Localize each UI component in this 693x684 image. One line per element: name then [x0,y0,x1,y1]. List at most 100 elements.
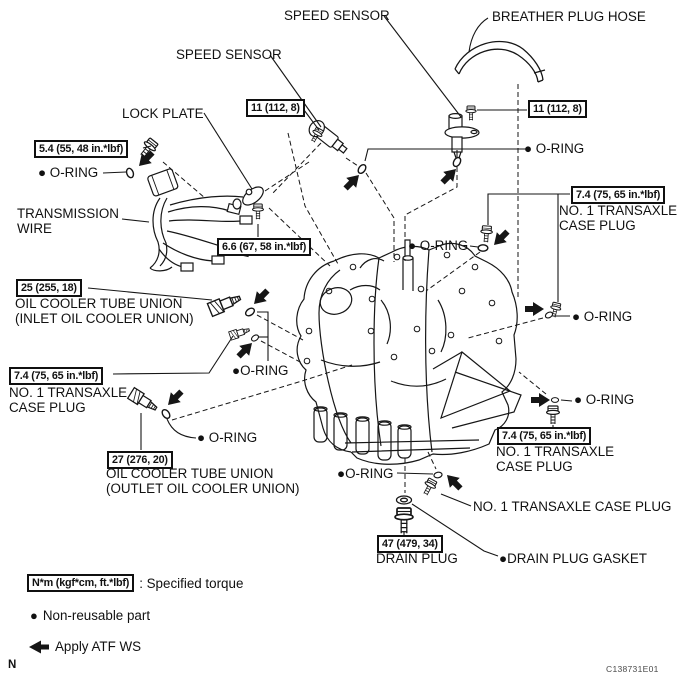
torque-box-sensor-lock-bolt: 6.6 (67, 58 in.*lbf) [217,238,312,256]
torque-box-lock-plate-bolt: 5.4 (55, 48 in.*lbf) [34,140,129,158]
o-ring-label-outlet-line-0: ● O-RING [197,430,258,445]
torque-meaning-text: : Specified torque [139,575,244,591]
o-ring-label-bottom: ●O-RING [337,466,393,481]
torque-box-inlet-union: 25 (255, 18) [16,279,82,297]
o-ring-label-top-left-line-0: ● O-RING [38,165,99,180]
case-plug-left-label-line-1: CASE PLUG [9,400,86,415]
torque-box-drain-plug-line-0: 47 (479, 34) [382,538,438,550]
torque-box-lock-plate-bolt-line-0: 5.4 (55, 48 in.*lbf) [39,143,124,155]
torque-box-drain-plug: 47 (479, 34) [377,535,443,553]
transaxle-drawing [296,239,522,465]
apply-atf-arrow-icon [249,285,273,309]
torque-box-speed-sensor-left-bolt: 11 (112, 8) [246,99,305,117]
transmission-wire-label-line-0: TRANSMISSION [17,206,119,221]
dashed-assembly-lines [162,84,547,493]
legend-apply-atf-row: Apply ATF WS [28,639,141,654]
lock-plate-label-line-0: LOCK PLATE [122,106,204,121]
non-reusable-dot-icon: ● [30,608,38,623]
o-ring-label-bottom-line-0: ●O-RING [337,466,394,481]
speed-sensor-top-label: SPEED SENSOR [284,8,390,23]
speed-sensor-top-part [444,112,480,159]
speed-sensor-left-label: SPEED SENSOR [176,47,282,62]
apply-atf-arrow-icon [29,640,49,653]
torque-box-speed-sensor-left-bolt-line-0: 11 (112, 8) [251,102,300,114]
o-ring-label-right-lower-line-0: ● O-RING [574,392,635,407]
torque-box-inlet-union-line-0: 25 (255, 18) [21,282,77,294]
inlet-oil-cooler-union-part [206,290,244,318]
solenoid-cluster [313,406,412,461]
breather-hose-part [454,40,546,83]
outlet-oil-cooler-union-part [127,387,160,415]
apply-atf-arrow-icon [531,393,550,407]
legend-non-reusable-row: ● Non-reusable part [30,608,150,623]
drain-plug-gasket-part [395,495,413,505]
o-ring-icon [550,397,560,403]
o-ring-label-right-upper-line-0: ● O-RING [572,309,633,324]
o-ring-icon [249,333,261,343]
case-plug-bottom-right-bolt-icon [545,405,561,425]
outlet-union-label-line-0: OIL COOLER TUBE UNION [106,466,274,481]
case-plug-bottom-right-label-line-1: CASE PLUG [496,459,573,474]
case-plug-bottom-right-label-line-0: NO. 1 TRANSAXLE [496,444,615,459]
o-ring-label-inlet: ●O-RING [232,363,288,378]
drain-plug-label: DRAIN PLUG [376,551,458,566]
breather-plug-hose-label: BREATHER PLUG HOSE [492,9,646,24]
o-ring-icon [243,305,257,319]
torque-box-outlet-union-line-0: 27 (276, 20) [112,454,168,466]
torque-box-case-plug-bottom-right: 7.4 (75, 65 in.*lbf) [497,427,592,445]
non-reusable-text: Non-reusable part [42,608,151,623]
inlet-union-label-line-1: (INLET OIL COOLER UNION) [15,311,194,326]
torque-symbol-box: N*m (kgf*cm, ft.*lbf) [27,574,135,592]
leader-lines [87,15,573,557]
drain-plug-gasket-label: ●DRAIN PLUG GASKET [499,551,647,566]
o-ring-icon [355,162,369,176]
case-plug-bottom-label: NO. 1 TRANSAXLE CASE PLUG [473,499,671,514]
drain-plug-gasket-label-line-0: ●DRAIN PLUG GASKET [499,551,647,566]
o-ring-label-top-right-line-0: ● O-RING [524,141,585,156]
apply-atf-text: Apply ATF WS [55,639,142,654]
o-ring-icon [477,244,489,252]
case-plug-bottom-label-line-0: NO. 1 TRANSAXLE CASE PLUG [473,499,672,514]
o-ring-label-outlet: ● O-RING [197,430,257,445]
o-ring-icon [543,310,555,320]
apply-atf-arrow-icon [489,226,513,250]
transmission-wire-label-line-1: WIRE [17,221,52,236]
torque-box-sensor-lock-bolt-line-0: 6.6 (67, 58 in.*lbf) [222,241,307,253]
torque-box-case-plug-left: 7.4 (75, 65 in.*lbf) [9,367,104,385]
outlet-union-label-line-1: (OUTLET OIL COOLER UNION) [106,481,300,496]
bolt-boss-circles [303,251,503,365]
apply-atf-arrow-icon [442,470,466,494]
o-ring-label-center-line-0: ● O-RING [408,238,469,253]
torque-box-speed-sensor-right-bolt-line-0: 11 (112, 8) [533,103,582,115]
outlet-union-label: OIL COOLER TUBE UNION(OUTLET OIL COOLER … [106,466,299,496]
torque-box-speed-sensor-right-bolt: 11 (112, 8) [528,100,587,118]
torque-box-case-plug-top-right-line-0: 7.4 (75, 65 in.*lbf) [576,189,661,201]
o-ring-label-center: ● O-RING [408,238,468,253]
o-ring-label-right-lower: ● O-RING [574,392,634,407]
apply-atf-arrow-icon [525,302,544,316]
apply-atf-arrow-icon [163,386,187,410]
o-ring-icon [432,470,444,480]
page-letter: N [8,659,17,671]
o-ring-label-top-right: ● O-RING [524,141,584,156]
breather-plug-hose-label-line-0: BREATHER PLUG HOSE [492,9,646,24]
speed-sensor-left-label-line-0: SPEED SENSOR [176,47,282,62]
legend-torque-row: N*m (kgf*cm, ft.*lbf) : Specified torque [27,574,243,592]
inlet-union-label: OIL COOLER TUBE UNION(INLET OIL COOLER U… [15,296,194,326]
o-ring-icon [124,166,136,180]
o-rings [124,155,560,505]
o-ring-label-inlet-line-0: ●O-RING [232,363,289,378]
drain-plug-icon [394,507,414,535]
speed-sensor-top-label-line-0: SPEED SENSOR [284,8,390,23]
torque-box-case-plug-top-right: 7.4 (75, 65 in.*lbf) [571,186,666,204]
case-plug-left-label-line-0: NO. 1 TRANSAXLE [9,385,128,400]
o-ring-icon [451,155,463,169]
case-plug-top-right-label-line-1: CASE PLUG [559,218,636,233]
torque-box-case-plug-left-line-0: 7.4 (75, 65 in.*lbf) [14,370,99,382]
drain-plug-label-line-0: DRAIN PLUG [376,551,458,566]
